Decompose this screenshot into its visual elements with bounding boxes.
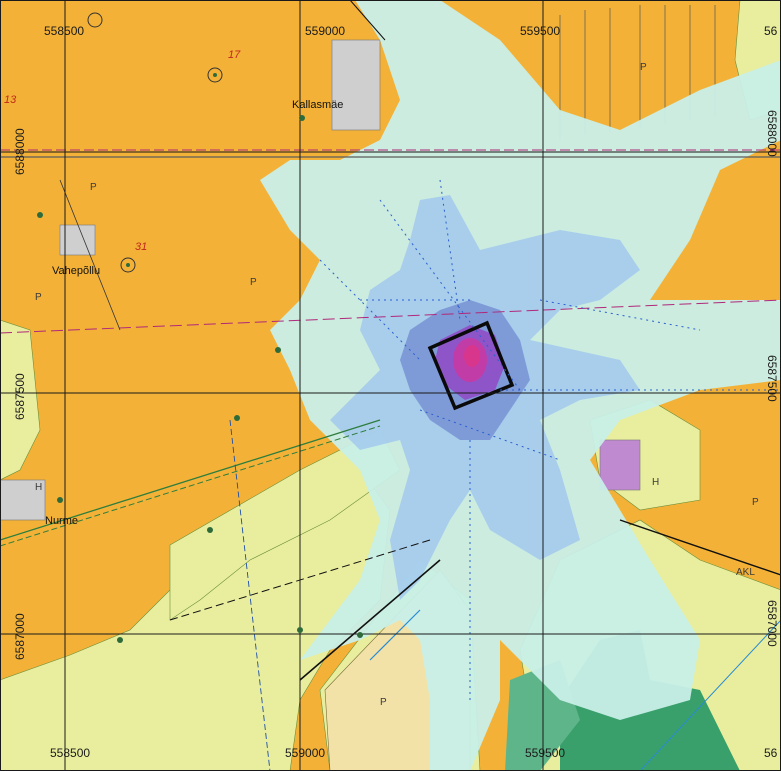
building-block: [599, 439, 641, 491]
coord-bottom-56: 56: [764, 746, 778, 760]
coord-top-559500: 559500: [520, 24, 560, 38]
landuse-symbol-p: P: [380, 697, 387, 708]
coord-top-56: 56: [764, 24, 778, 38]
coord-bottom-558500: 558500: [50, 746, 90, 760]
coord-right-6587500: 6587500: [765, 355, 779, 402]
source-site-outline: [427, 320, 515, 411]
coord-left-6587000: 6587000: [13, 613, 27, 660]
grassland-area: [169, 429, 401, 621]
building-block: [59, 224, 96, 256]
landuse-symbol-akl: AKL: [736, 567, 755, 578]
grassland-area: [0, 319, 41, 481]
coord-left-6588000: 6588000: [13, 128, 27, 175]
coord-bottom-559500: 559500: [525, 746, 565, 760]
coord-top-558500: 558500: [44, 24, 84, 38]
settlement-number-13: 13: [4, 94, 17, 106]
landuse-symbol-p: P: [640, 62, 647, 73]
coord-left-6587500: 6587500: [13, 373, 27, 420]
place-label-vahepollu: Vahepõllu: [52, 265, 100, 277]
landuse-symbol-p: P: [90, 182, 97, 193]
landuse-symbol-h: H: [35, 482, 42, 493]
drainage-ditches: [319, 179, 781, 700]
building-block: [331, 39, 381, 131]
building-block: [0, 479, 46, 521]
settlement-number-31: 31: [135, 241, 147, 253]
place-label-nurme: Nurme: [45, 515, 78, 527]
settlement-number-17: 17: [228, 49, 241, 61]
landuse-symbol-p: P: [250, 277, 257, 288]
plume-hotspot: [464, 345, 480, 367]
coord-right-6588000: 6588000: [765, 110, 779, 157]
coord-bottom-559000: 559000: [285, 746, 325, 760]
landuse-symbol-p: P: [35, 292, 42, 303]
coord-top-559000: 559000: [305, 24, 345, 38]
coord-right-6587000: 6587000: [765, 600, 779, 647]
landuse-symbol-h: H: [652, 477, 659, 488]
landuse-symbol-p: P: [752, 497, 759, 508]
place-label-kallasmae: Kallasmäe: [292, 99, 343, 111]
point-symbols: [37, 12, 363, 643]
